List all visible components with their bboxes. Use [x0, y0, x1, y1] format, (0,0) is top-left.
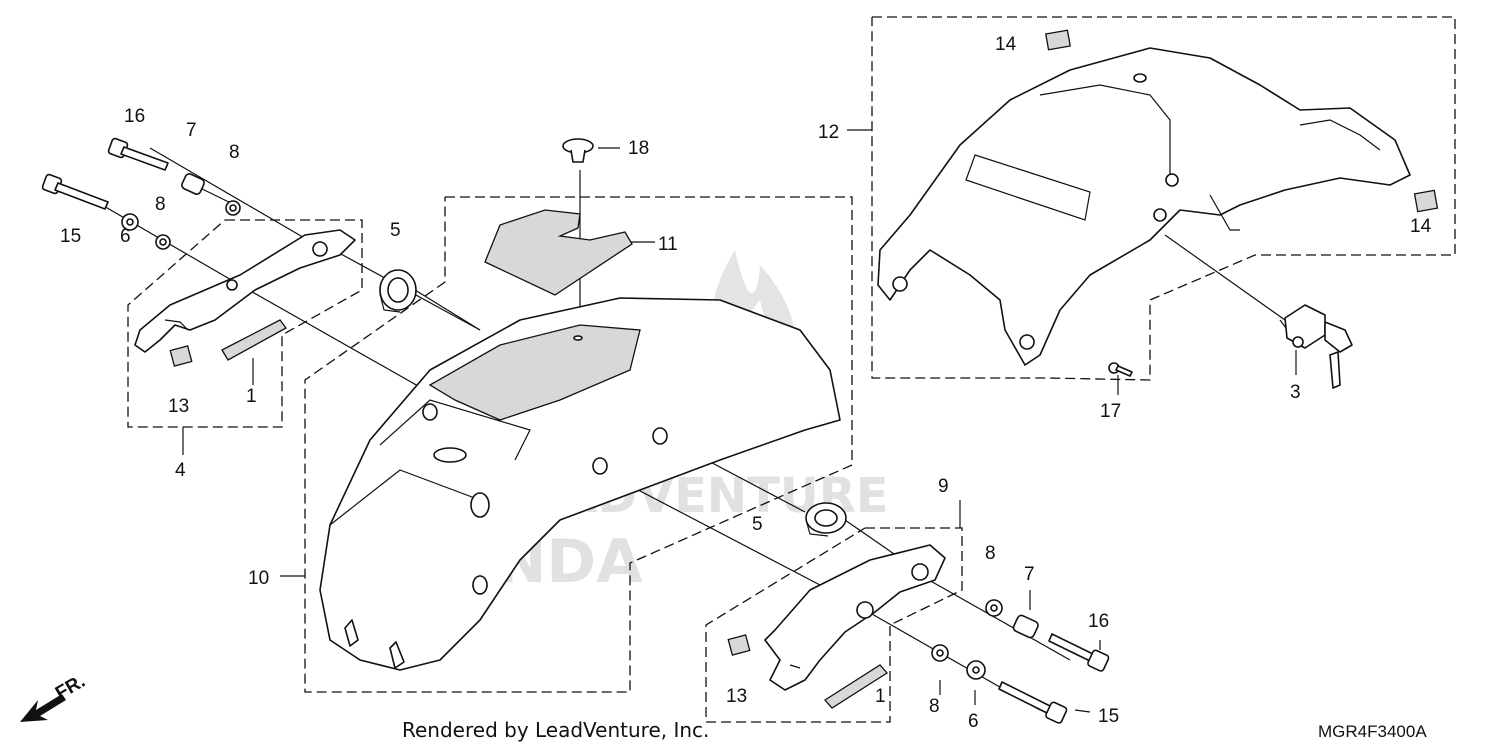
bolt-15-lower — [998, 681, 1068, 724]
helmet-lock-3 — [1284, 304, 1353, 389]
callout-6: 6 — [968, 711, 979, 732]
group-outline-9 — [705, 527, 963, 723]
rubber-13-upper — [169, 345, 193, 367]
front-direction-indicator: FR. — [20, 671, 89, 722]
callout-6: 6 — [120, 226, 131, 247]
callout-7: 7 — [186, 120, 197, 141]
callout-14: 14 — [995, 34, 1017, 55]
callout-9: 9 — [938, 476, 949, 497]
bolt-16-lower — [1048, 633, 1110, 672]
callout-14: 14 — [1410, 216, 1432, 237]
clip-18 — [562, 138, 594, 163]
callout-18: 18 — [628, 138, 649, 159]
grommet-5-lower — [805, 502, 847, 537]
callout-13: 13 — [726, 686, 747, 707]
callout-1: 1 — [246, 386, 257, 407]
callout-8: 8 — [985, 543, 996, 564]
screw-17 — [1108, 362, 1133, 377]
pad-1-lower — [824, 664, 888, 709]
stay-9-right — [764, 544, 946, 691]
collar-7-upper — [181, 173, 205, 195]
diagram-code: MGR4F3400A — [1318, 722, 1427, 741]
grommet-5-upper — [379, 269, 417, 313]
callout-17: 17 — [1100, 401, 1121, 422]
stay-4-left — [134, 229, 356, 353]
pad-1-upper — [221, 319, 287, 361]
callout-8: 8 — [155, 194, 166, 215]
collar-7-lower — [1012, 614, 1039, 639]
callout-7: 7 — [1024, 564, 1035, 585]
group-outline-10 — [304, 196, 853, 693]
group-outline-12 — [871, 16, 1456, 381]
rubber-14-top — [1045, 29, 1071, 51]
callout-labels: 16 7 8 8 15 6 5 18 11 13 1 4 10 12 14 14… — [60, 34, 1432, 732]
footer-credit: Rendered by LeadVenture, Inc. — [402, 718, 709, 742]
bolt-16-upper — [107, 137, 169, 171]
inner-fender-12 — [877, 47, 1411, 366]
callout-5: 5 — [752, 514, 763, 535]
callout-13: 13 — [168, 396, 189, 417]
rubber-13-lower — [727, 634, 751, 656]
callout-1: 1 — [875, 686, 886, 707]
callout-10: 10 — [248, 568, 269, 589]
callout-16: 16 — [1088, 611, 1109, 632]
callout-8: 8 — [929, 696, 940, 717]
callout-4: 4 — [175, 460, 186, 481]
front-arrow-icon — [20, 694, 66, 722]
callout-16: 16 — [124, 106, 145, 127]
group-outline-4 — [127, 219, 363, 428]
rear-fender-10 — [319, 297, 841, 671]
callout-8: 8 — [229, 142, 240, 163]
callout-11: 11 — [658, 234, 678, 255]
callout-15: 15 — [60, 226, 81, 247]
pad-11 — [484, 209, 633, 296]
callout-3: 3 — [1290, 382, 1301, 403]
callout-12: 12 — [818, 122, 839, 143]
bolt-15-upper — [41, 173, 109, 210]
callout-15: 15 — [1098, 706, 1119, 727]
rubber-14-right — [1413, 189, 1439, 213]
callout-5: 5 — [390, 220, 401, 241]
